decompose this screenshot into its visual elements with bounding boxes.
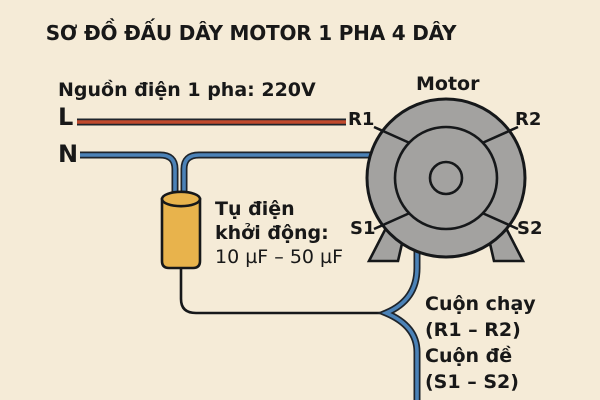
run-winding-label: Cuộn chạy (R1 – R2)	[425, 291, 536, 343]
power-source-label: Nguồn điện 1 pha: 220V	[58, 79, 316, 101]
terminal-label-r2: R2	[515, 109, 542, 130]
start-winding-name: Cuộn đề	[425, 345, 513, 367]
motor-shaft-circle	[428, 160, 464, 196]
terminal-line-r1	[373, 125, 413, 146]
start-winding-wire	[381, 248, 419, 400]
terminal-label-s2: S2	[517, 218, 543, 239]
terminal-label-r1: R1	[348, 109, 375, 130]
neutral-wire-to-motor-casing	[180, 151, 372, 200]
neutral-wire-to-motor	[182, 153, 372, 200]
capacitor-name-line1: Tụ điện	[215, 198, 295, 220]
capacitor-value: 10 µF – 50 µF	[215, 246, 344, 268]
run-winding-name: Cuộn chạy	[425, 293, 536, 315]
line-l-label: L	[58, 103, 74, 131]
start-winding-terminals: (S1 – S2)	[425, 371, 519, 393]
run-winding-terminals: (R1 – R2)	[425, 319, 521, 341]
capacitor-label: Tụ điện khởi động: 10 µF – 50 µF	[215, 197, 343, 269]
capacitor-name-line2: khởi động:	[215, 222, 329, 244]
motor-label: Motor	[416, 73, 480, 95]
terminal-label-s1: S1	[350, 218, 376, 239]
line-n-label: N	[58, 140, 79, 168]
terminal-line-r2	[479, 125, 519, 146]
capacitor-top	[160, 190, 202, 208]
terminal-line-s1	[373, 210, 413, 231]
neutral-wire-branch-left	[80, 153, 177, 200]
start-winding-label: Cuộn đề (S1 – S2)	[425, 343, 519, 395]
neutral-wire-branch-left-casing	[80, 151, 179, 200]
capacitor-output-wire	[179, 267, 385, 315]
capacitor-body	[160, 197, 202, 270]
diagram-title: SƠ ĐỒ ĐẤU DÂY MOTOR 1 PHA 4 DÂY	[45, 21, 457, 45]
terminal-line-s2	[479, 210, 519, 231]
